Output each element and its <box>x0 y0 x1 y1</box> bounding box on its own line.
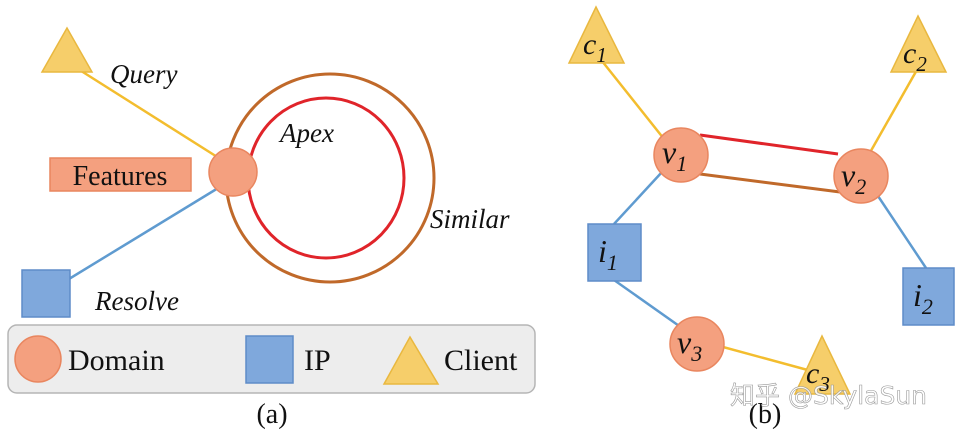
legend-ip-swatch <box>245 335 294 384</box>
watermark: 知乎 @SkylaSun <box>730 381 927 410</box>
features-label: Features <box>73 161 168 192</box>
caption-b: (b) <box>749 399 782 430</box>
label-c3: c3 <box>806 357 830 396</box>
legend-ip-label: IP <box>304 344 331 377</box>
label-c2: c2 <box>903 37 927 76</box>
client-c1 <box>567 5 626 64</box>
domain-v1 <box>653 127 709 183</box>
caption-a: (a) <box>256 399 287 430</box>
label-c1: c1 <box>583 28 607 67</box>
edge-v1-i1 <box>613 171 663 225</box>
query-label: Query <box>110 59 177 89</box>
domain-v3 <box>669 316 725 372</box>
edge-apex-v1-v2 <box>699 133 839 156</box>
edge-c1-v1 <box>597 55 669 145</box>
label-v3: v3 <box>677 324 702 366</box>
edge-c2-v2 <box>866 67 920 157</box>
features-box <box>49 157 192 192</box>
apex-label: Apex <box>278 118 334 148</box>
legend-client-label: Client <box>444 344 518 377</box>
legend-client-swatch <box>382 335 440 385</box>
resolve-edge <box>45 180 229 295</box>
edge-v3-c3 <box>711 342 816 374</box>
legend: Domain IP Client <box>7 324 536 394</box>
label-i2: i2 <box>913 277 933 319</box>
domain-node <box>208 147 258 197</box>
panel-a: Features Query Apex Similar Resolve Doma… <box>7 26 536 430</box>
edge-similar-v1-v2 <box>699 172 841 194</box>
edge-v2-i2 <box>876 195 928 269</box>
ip-i2 <box>902 267 955 326</box>
panel-b: c1 c2 c3 v1 v2 v3 i1 i2 (b) <box>567 5 955 430</box>
label-i1: i1 <box>598 233 618 275</box>
resolve-label: Resolve <box>94 286 179 316</box>
edge-i1-v3 <box>613 278 683 330</box>
domain-v2 <box>833 148 889 204</box>
client-c3 <box>793 334 852 395</box>
similar-label: Similar <box>430 204 510 234</box>
ip-i1 <box>587 223 642 282</box>
query-edge <box>66 60 223 162</box>
legend-domain-swatch <box>14 335 62 383</box>
legend-domain-label: Domain <box>68 344 165 377</box>
label-v1: v1 <box>662 134 687 176</box>
label-v2: v2 <box>841 157 866 199</box>
ip-node <box>21 269 71 318</box>
client-node <box>40 26 94 73</box>
client-c2 <box>889 14 948 73</box>
